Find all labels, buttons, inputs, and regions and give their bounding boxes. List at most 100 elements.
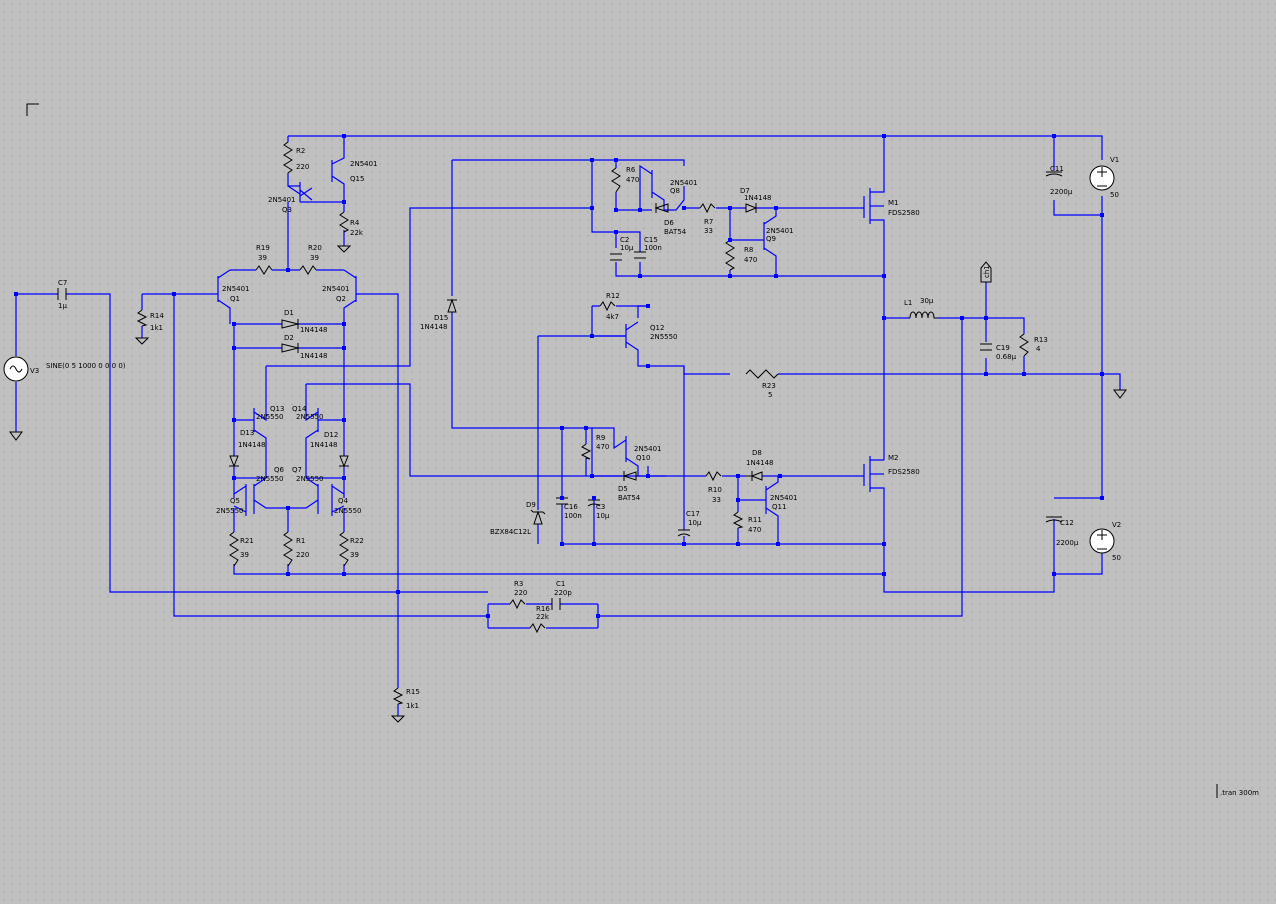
diode-d2 bbox=[281, 343, 299, 353]
capacitor-c7 bbox=[57, 288, 67, 300]
label-c2-ref: C2 bbox=[620, 236, 629, 244]
label-d9-ref: D9 bbox=[526, 501, 536, 509]
label-r1-ref: R1 bbox=[296, 537, 305, 545]
label-c16-ref: C16 bbox=[564, 503, 578, 511]
label-r14-value: 1k1 bbox=[150, 324, 163, 332]
label-q6-value: 2N5550 bbox=[256, 475, 284, 483]
resistor-r22 bbox=[339, 531, 349, 567]
label-q3-ref: Q3 bbox=[282, 206, 292, 214]
plus-minus-icon bbox=[1097, 530, 1107, 550]
label-l1-ref: L1 bbox=[904, 299, 912, 307]
label-r10-ref: R10 bbox=[708, 486, 722, 494]
label-q9-value: 2N5401 bbox=[766, 227, 794, 235]
label-q12-ref: Q12 bbox=[650, 324, 664, 332]
label-d7-value: 1N4148 bbox=[744, 194, 772, 202]
resistor-r6 bbox=[611, 167, 621, 193]
capacitor-c19 bbox=[980, 343, 992, 351]
label-r4-value: 22k bbox=[350, 229, 364, 237]
label-d13-ref: D13 bbox=[240, 429, 254, 437]
label-v2-ref: V2 bbox=[1112, 521, 1121, 529]
label-d5-ref: D5 bbox=[618, 485, 628, 493]
sine-wave-icon bbox=[9, 365, 23, 373]
label-r13-ref: R13 bbox=[1034, 336, 1048, 344]
label-q15-value: 2N5401 bbox=[350, 160, 378, 168]
label-q2-value: 2N5401 bbox=[322, 285, 350, 293]
diode-d7 bbox=[745, 203, 758, 213]
diode-d1 bbox=[281, 319, 299, 329]
label-c1-ref: C1 bbox=[556, 580, 565, 588]
label-r22-value: 39 bbox=[350, 551, 359, 559]
resistor-r7 bbox=[699, 203, 716, 214]
resistor-r14 bbox=[136, 309, 148, 327]
diode-d6 bbox=[654, 203, 669, 213]
label-q12-value: 2N5550 bbox=[650, 333, 678, 341]
label-q14-value: 2N5550 bbox=[296, 413, 324, 421]
ground-icon bbox=[390, 715, 406, 723]
label-v3-ref: V3 bbox=[30, 367, 39, 375]
diode-d12 bbox=[339, 455, 349, 468]
label-r3-value: 220 bbox=[514, 589, 527, 597]
capacitor-c2 bbox=[610, 253, 622, 261]
resistor-r9 bbox=[580, 443, 592, 460]
capacitor-c12 bbox=[1045, 516, 1063, 523]
label-d7-ref: D7 bbox=[740, 187, 750, 195]
label-m1-ref: M1 bbox=[888, 199, 899, 207]
label-d2-value: 1N4148 bbox=[300, 352, 328, 360]
label-r16-ref: R16 bbox=[536, 605, 550, 613]
label-m2-value: FDS2580 bbox=[888, 468, 920, 476]
label-r8-ref: R8 bbox=[744, 246, 753, 254]
label-q11-value: 2N5401 bbox=[770, 494, 798, 502]
label-q1-ref: Q1 bbox=[230, 295, 240, 303]
label-c3-value: 10µ bbox=[596, 512, 610, 520]
label-c16-value: 100n bbox=[564, 512, 582, 520]
label-r13-value: 4 bbox=[1036, 345, 1041, 353]
resistor-r3 bbox=[509, 599, 526, 610]
label-q1-value: 2N5401 bbox=[222, 285, 250, 293]
label-r2-value: 220 bbox=[296, 163, 309, 171]
inductor-l1 bbox=[909, 311, 938, 319]
label-c15-value: 100n bbox=[644, 244, 662, 252]
label-q6-ref: Q6 bbox=[274, 466, 285, 474]
label-q4-ref: Q4 bbox=[338, 497, 349, 505]
label-d9-value: BZX84C12L bbox=[490, 528, 531, 536]
label-c17-ref: C17 bbox=[686, 510, 700, 518]
label-c2-value: 10µ bbox=[620, 244, 634, 252]
label-d12-value: 1N4148 bbox=[310, 441, 338, 449]
ground-icon bbox=[9, 431, 23, 441]
resistor-r23 bbox=[745, 369, 779, 379]
label-q9-ref: Q9 bbox=[766, 235, 776, 243]
simulation-directive: .tran 300m bbox=[1220, 789, 1259, 797]
label-d1-ref: D1 bbox=[284, 309, 294, 317]
label-r1-value: 220 bbox=[296, 551, 309, 559]
label-r21-ref: R21 bbox=[240, 537, 254, 545]
label-q5-value: 2N5550 bbox=[216, 507, 244, 515]
label-r21-value: 39 bbox=[240, 551, 249, 559]
label-m2-ref: M2 bbox=[888, 454, 899, 462]
label-d13-value: 1N4148 bbox=[238, 441, 266, 449]
label-r12-value: 4k7 bbox=[606, 313, 619, 321]
label-r23-ref: R23 bbox=[762, 382, 776, 390]
label-r23-value: 5 bbox=[768, 391, 772, 399]
label-c19-ref: C19 bbox=[996, 344, 1010, 352]
label-c11-value: 2200µ bbox=[1050, 188, 1073, 196]
label-r12-ref: R12 bbox=[606, 292, 620, 300]
diode-d9 bbox=[530, 509, 546, 525]
label-d6-value: BAT54 bbox=[664, 228, 687, 236]
voltage-sources bbox=[3, 165, 1115, 554]
sheet-corner-mark bbox=[26, 103, 39, 116]
label-r20-value: 39 bbox=[310, 254, 319, 262]
label-v1-ref: V1 bbox=[1110, 156, 1119, 164]
label-r6-ref: R6 bbox=[626, 166, 636, 174]
label-q2-ref: Q2 bbox=[336, 295, 346, 303]
label-d2-ref: D2 bbox=[284, 334, 294, 342]
label-v1-value: 50 bbox=[1110, 191, 1119, 199]
label-d5-value: BAT54 bbox=[618, 494, 641, 502]
label-q10-ref: Q10 bbox=[636, 454, 650, 462]
label-q7-value: 2N5550 bbox=[296, 475, 324, 483]
label-r3-ref: R3 bbox=[514, 580, 523, 588]
resistor-r8 bbox=[725, 239, 736, 271]
resistor-r10 bbox=[705, 471, 722, 482]
resistor-r11 bbox=[732, 511, 744, 529]
label-r22-ref: R22 bbox=[350, 537, 364, 545]
